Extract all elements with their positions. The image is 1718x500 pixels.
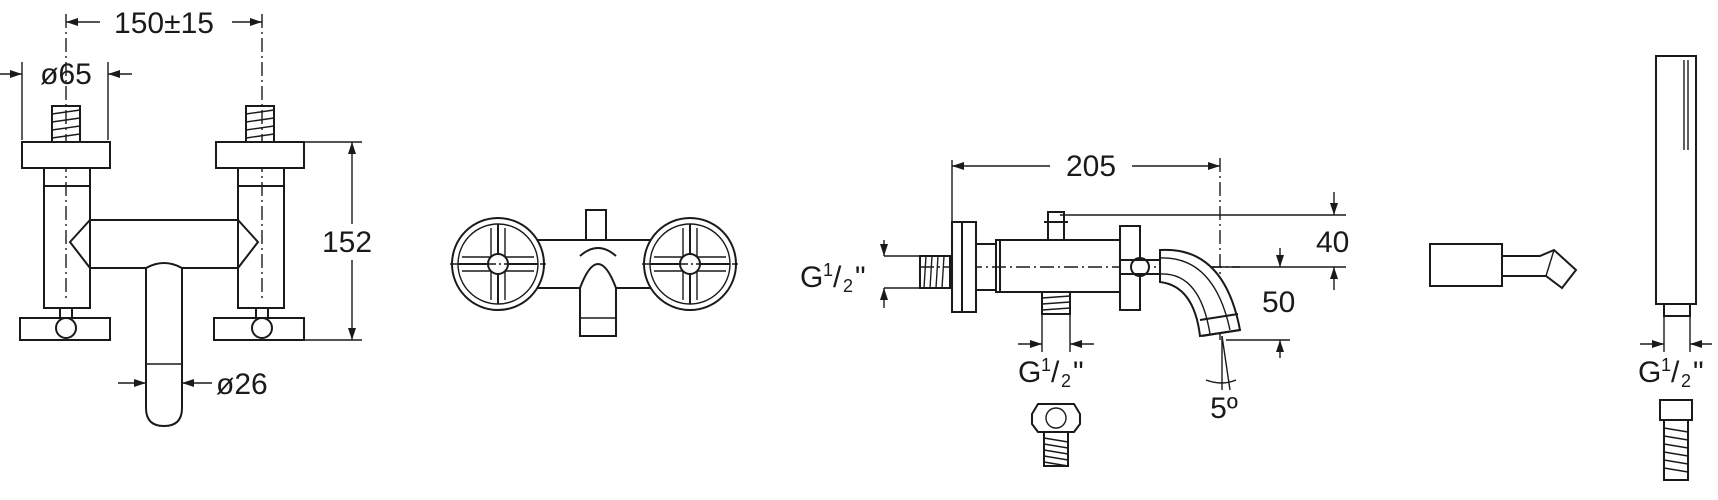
svg-text:2: 2 xyxy=(1061,371,1071,391)
svg-text:1: 1 xyxy=(1041,355,1051,375)
svg-text:": " xyxy=(855,261,866,294)
hand-shower: G 1 / 2 " xyxy=(1638,55,1712,481)
svg-text:2: 2 xyxy=(843,276,853,296)
thread-label-shower: G 1 / 2 " xyxy=(1638,355,1704,391)
svg-text:/: / xyxy=(1051,356,1060,389)
thread-label-outlet: G 1 / 2 " xyxy=(1018,355,1084,391)
dim-height: 152 xyxy=(322,226,372,259)
svg-text:/: / xyxy=(1671,356,1680,389)
thread-label-inlet: G 1 / 2 " xyxy=(800,260,866,296)
top-view xyxy=(450,209,738,337)
svg-text:/: / xyxy=(833,261,842,294)
dim-spout-diameter: ø26 xyxy=(216,368,268,401)
svg-text:1: 1 xyxy=(823,260,833,280)
dim-offset-spout: 50 xyxy=(1262,286,1295,319)
svg-text:1: 1 xyxy=(1661,355,1671,375)
dim-spout-angle: 5º xyxy=(1210,392,1238,425)
dim-length: 205 xyxy=(1066,150,1116,183)
front-view: 150±15 ø65 xyxy=(0,7,372,428)
svg-text:G: G xyxy=(1018,356,1041,389)
dim-center-distance: 150±15 xyxy=(114,7,214,40)
svg-text:G: G xyxy=(800,261,823,294)
side-view: 205 40 50 xyxy=(800,150,1349,467)
svg-text:": " xyxy=(1073,356,1084,389)
dim-offset-top: 40 xyxy=(1316,226,1349,259)
dim-handle-diameter: ø65 xyxy=(40,58,92,91)
svg-text:G: G xyxy=(1638,356,1661,389)
wall-bracket xyxy=(1429,243,1578,290)
svg-text:": " xyxy=(1693,356,1704,389)
svg-text:2: 2 xyxy=(1681,371,1691,391)
